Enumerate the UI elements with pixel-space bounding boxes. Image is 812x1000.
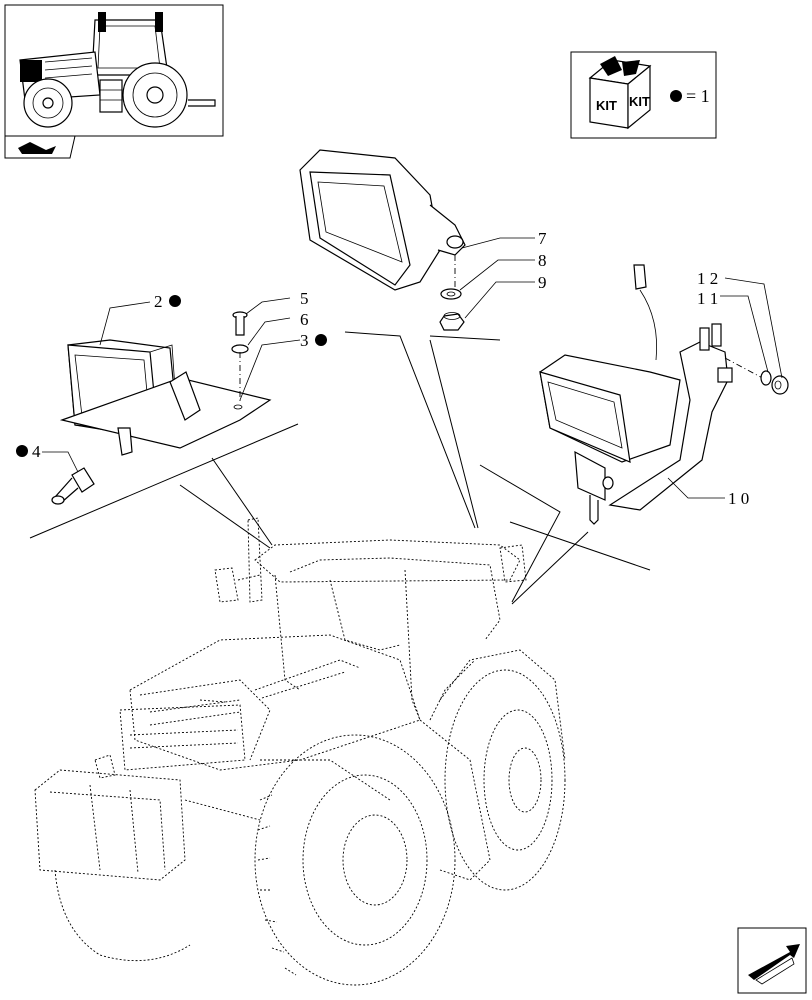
callouts: 2 5 6 3 4 7 8 9 1 2 1 1 1 0 bbox=[16, 229, 749, 508]
tractor-outline bbox=[34, 517, 566, 986]
pointer-lines bbox=[29, 331, 651, 605]
washer-11[interactable] bbox=[760, 370, 772, 386]
nut-12[interactable] bbox=[771, 375, 789, 395]
callout-3[interactable]: 3 bbox=[300, 331, 309, 350]
tractor-thumbnail[interactable] bbox=[4, 4, 224, 137]
callout-10[interactable]: 1 0 bbox=[728, 489, 749, 508]
callout-12[interactable]: 1 2 bbox=[697, 269, 718, 288]
callout-2[interactable]: 2 bbox=[154, 292, 163, 311]
bracket-3[interactable] bbox=[59, 371, 272, 456]
bulb-4[interactable] bbox=[51, 467, 95, 505]
kit-label-right: KIT bbox=[629, 94, 650, 109]
kit-bullet-icon bbox=[16, 445, 28, 457]
callout-6[interactable]: 6 bbox=[300, 310, 309, 329]
work-lamp-7[interactable] bbox=[299, 149, 466, 291]
washer-8[interactable] bbox=[440, 288, 462, 300]
kit-equals-text: = 1 bbox=[686, 86, 710, 106]
kit-bullet-icon bbox=[169, 295, 181, 307]
callout-7[interactable]: 7 bbox=[538, 229, 547, 248]
view-tab-icon[interactable] bbox=[4, 135, 76, 159]
nut-9[interactable] bbox=[439, 312, 465, 331]
callout-9[interactable]: 9 bbox=[538, 273, 547, 292]
kit-box-icon: KIT KIT bbox=[588, 56, 652, 130]
callout-4[interactable]: 4 bbox=[32, 442, 41, 461]
washer-6[interactable] bbox=[231, 344, 249, 354]
kit-bullet-icon bbox=[670, 90, 682, 102]
callout-5[interactable]: 5 bbox=[300, 289, 309, 308]
kit-label-left: KIT bbox=[596, 98, 617, 113]
kit-legend: KIT KIT = 1 bbox=[570, 51, 717, 139]
callout-8[interactable]: 8 bbox=[538, 251, 547, 270]
work-lamp-10[interactable] bbox=[539, 264, 733, 525]
kit-bullet-icon bbox=[315, 334, 327, 346]
bolt-5[interactable] bbox=[232, 311, 248, 336]
callout-11[interactable]: 1 1 bbox=[697, 289, 718, 308]
next-page-arrow-button[interactable] bbox=[737, 927, 807, 994]
leader-lines bbox=[42, 237, 783, 499]
